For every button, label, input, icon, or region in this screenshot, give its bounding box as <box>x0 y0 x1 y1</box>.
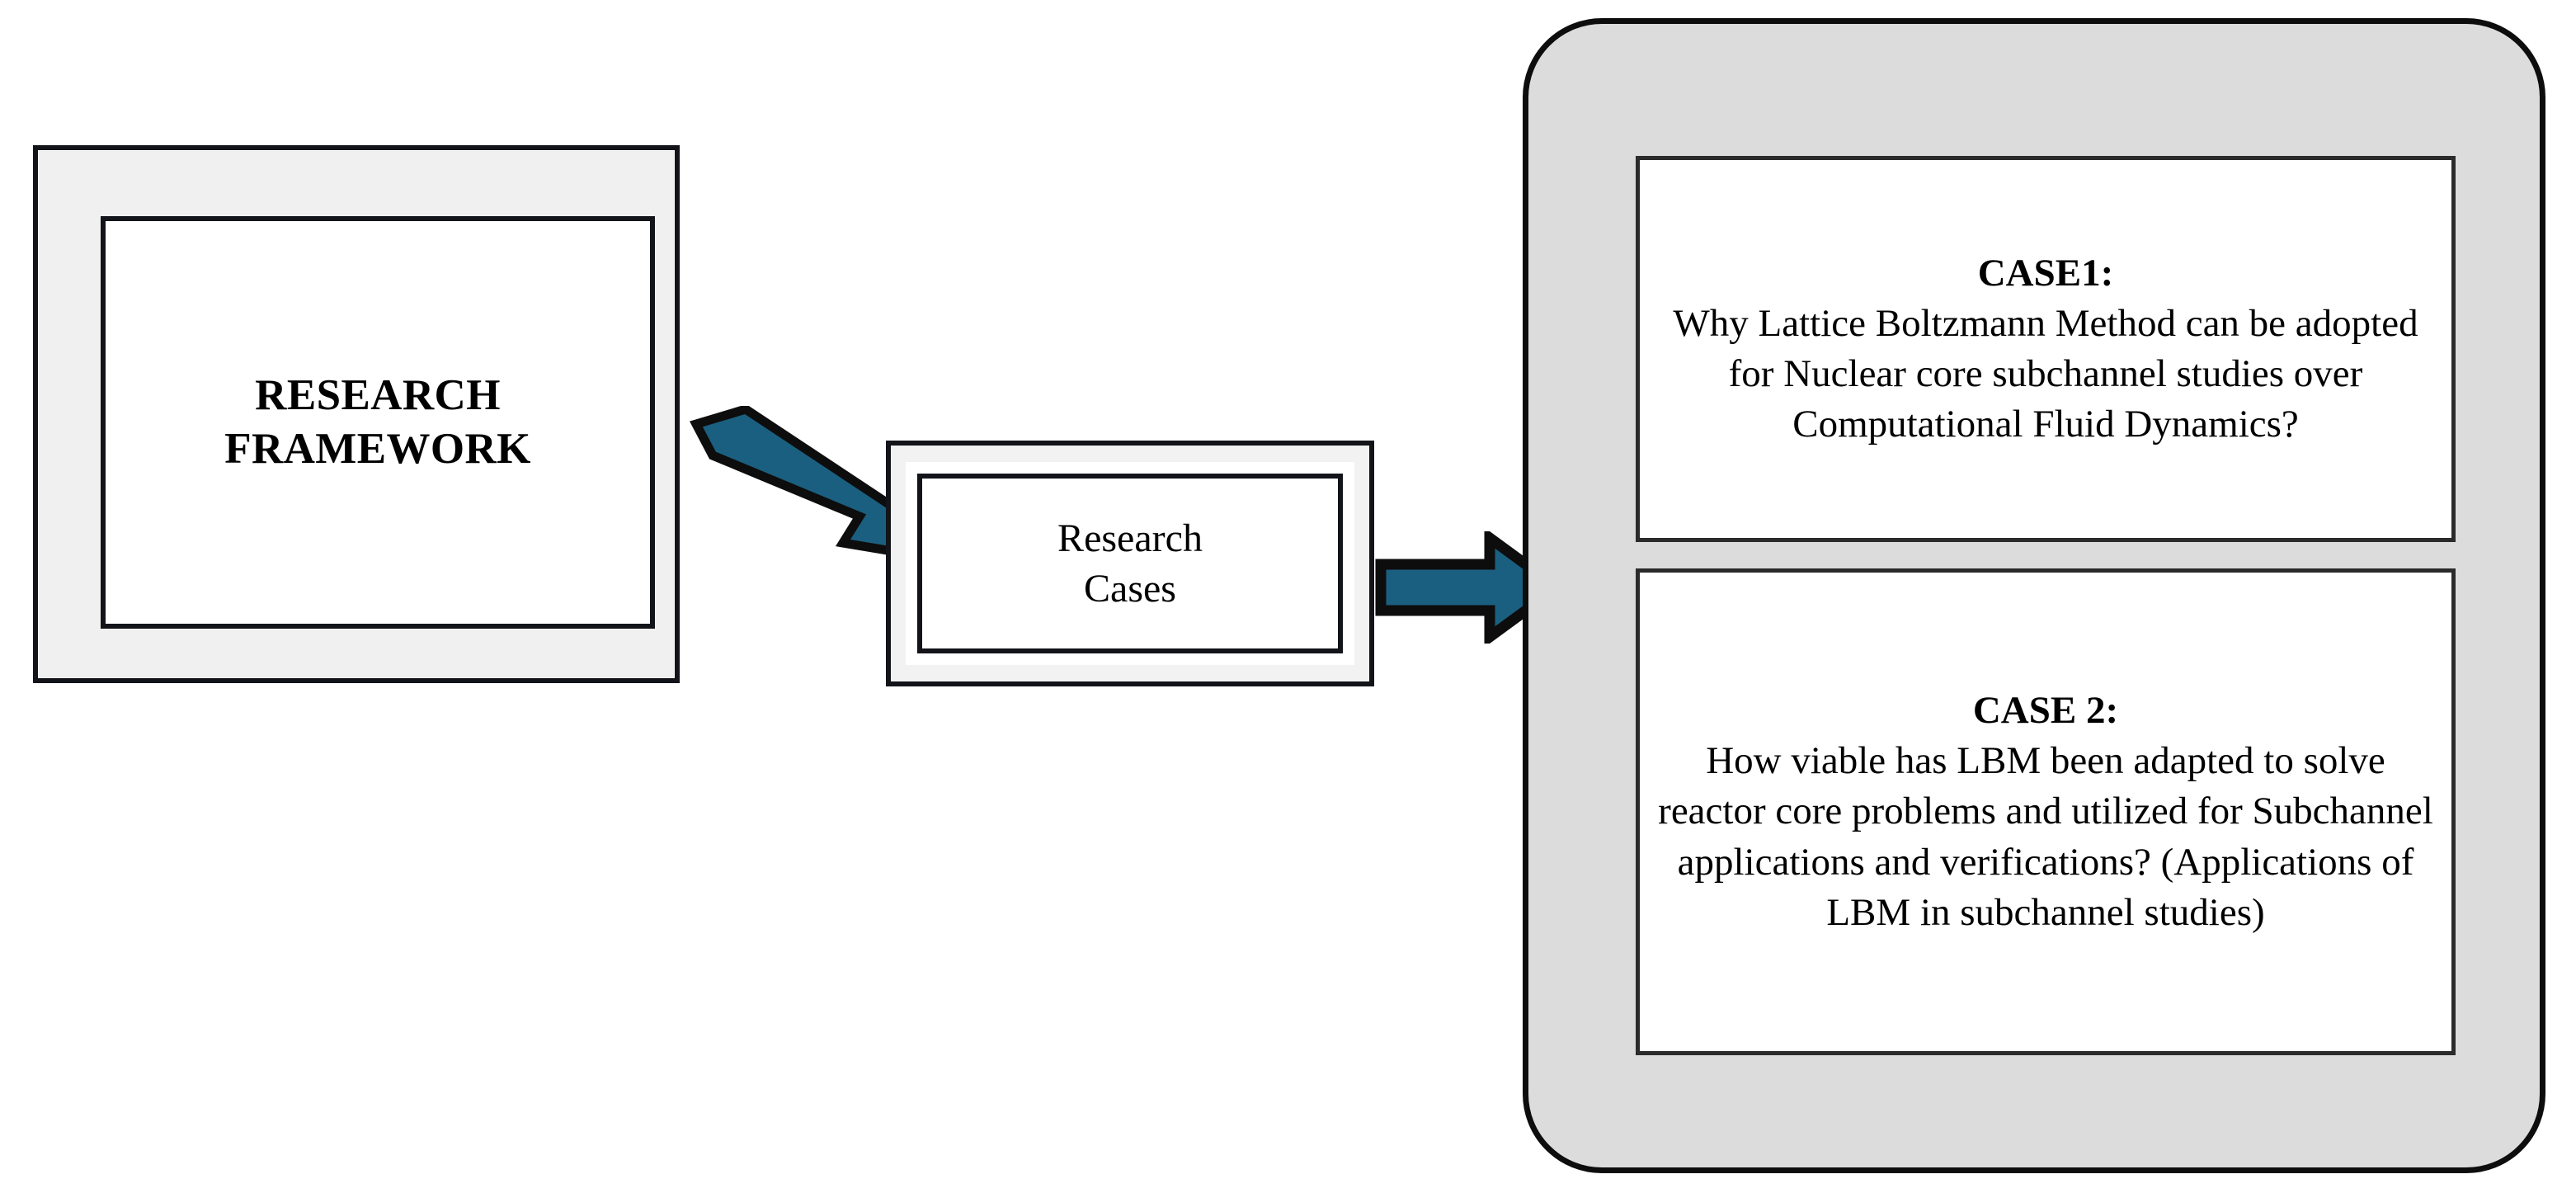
case2-body: How viable has LBM been adapted to solve… <box>1658 739 2433 934</box>
research-cases-label-line2: Cases <box>1084 567 1176 611</box>
research-framework-outer-box: RESEARCH FRAMEWORK <box>33 145 680 683</box>
case1-body: Why Lattice Boltzmann Method can be adop… <box>1673 301 2418 446</box>
case2-text: CASE 2: How viable has LBM been adapted … <box>1655 686 2437 937</box>
case1-text: CASE1: Why Lattice Boltzmann Method can … <box>1655 248 2437 450</box>
research-cases-label-line1: Research <box>1057 516 1203 560</box>
research-framework-inner-box: RESEARCH FRAMEWORK <box>101 216 655 629</box>
research-cases-outer-box: Research Cases <box>886 441 1374 686</box>
research-framework-label-line2: FRAMEWORK <box>224 425 531 473</box>
research-framework-label-line1: RESEARCH <box>255 371 501 420</box>
framework-to-cases-arrow-icon <box>690 406 918 560</box>
research-framework-label: RESEARCH FRAMEWORK <box>224 369 531 475</box>
case2-title: CASE 2: <box>1972 689 2119 733</box>
research-cases-inner-box: Research Cases <box>917 474 1343 653</box>
research-cases-panel: CASE1: Why Lattice Boltzmann Method can … <box>1523 18 2545 1173</box>
research-cases-label: Research Cases <box>1057 513 1203 615</box>
case1-title: CASE1: <box>1977 251 2114 295</box>
case1-box: CASE1: Why Lattice Boltzmann Method can … <box>1636 156 2456 542</box>
research-cases-middle-frame: Research Cases <box>906 462 1354 665</box>
case2-box: CASE 2: How viable has LBM been adapted … <box>1636 568 2456 1055</box>
